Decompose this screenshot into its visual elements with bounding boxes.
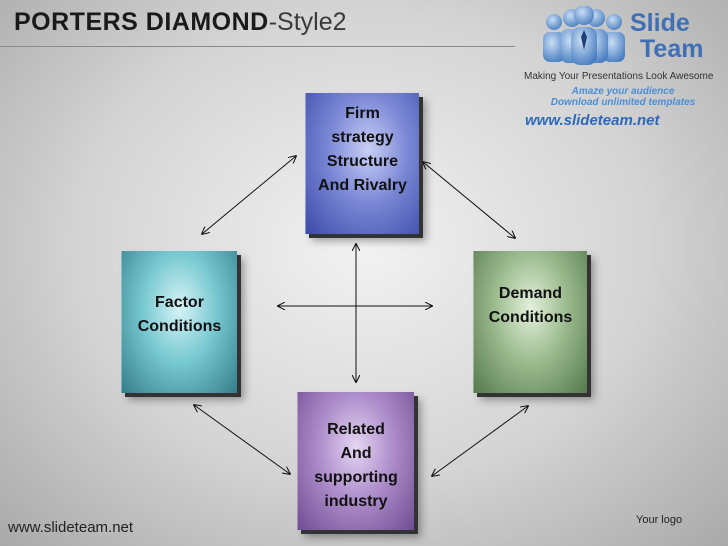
firm-strategy-label: Firm strategy Structure And Rivalry xyxy=(318,104,407,194)
firm-strategy-box: Firm strategy Structure And Rivalry xyxy=(305,93,419,234)
demand-conditions-label: Demand Conditions xyxy=(488,285,573,326)
related-industry-label: Related And supporting industry xyxy=(314,421,398,510)
logo-website: www.slideteam.net xyxy=(525,112,660,129)
promo-line2: Download unlimited templates xyxy=(550,97,696,108)
arrow-bottom-right xyxy=(432,406,528,476)
title-main: PORTERS DIAMOND xyxy=(14,8,269,36)
factor-conditions-box: Factor Conditions xyxy=(121,251,237,393)
brand-name: Slide Team xyxy=(630,10,703,62)
arrow-top-right xyxy=(423,162,515,238)
demand-conditions-box: Demand Conditions xyxy=(473,251,587,393)
title-divider xyxy=(0,46,515,47)
factor-conditions-label: Factor Conditions xyxy=(137,294,222,335)
logo-promo: Amaze your audience Download unlimited t… xyxy=(525,86,721,108)
slideteam-logo: Slide Team Making Your Presentations Loo… xyxy=(520,4,725,139)
related-industry-box: Related And supporting industry xyxy=(297,392,414,530)
brand-line2: Team xyxy=(640,35,704,63)
promo-line1: Amaze your audience xyxy=(571,86,675,97)
your-logo-placeholder: Your logo xyxy=(636,514,683,526)
logo-tagline: Making Your Presentations Look Awesome xyxy=(524,71,714,82)
arrow-top-left xyxy=(202,156,296,234)
footer-url: www.slideteam.net xyxy=(8,519,134,536)
slide-title: PORTERS DIAMOND-Style2 xyxy=(14,8,347,37)
people-icon xyxy=(543,6,625,65)
brand-line1: Slide xyxy=(630,9,690,37)
arrow-bottom-left xyxy=(194,405,290,474)
title-style: -Style2 xyxy=(268,8,347,36)
